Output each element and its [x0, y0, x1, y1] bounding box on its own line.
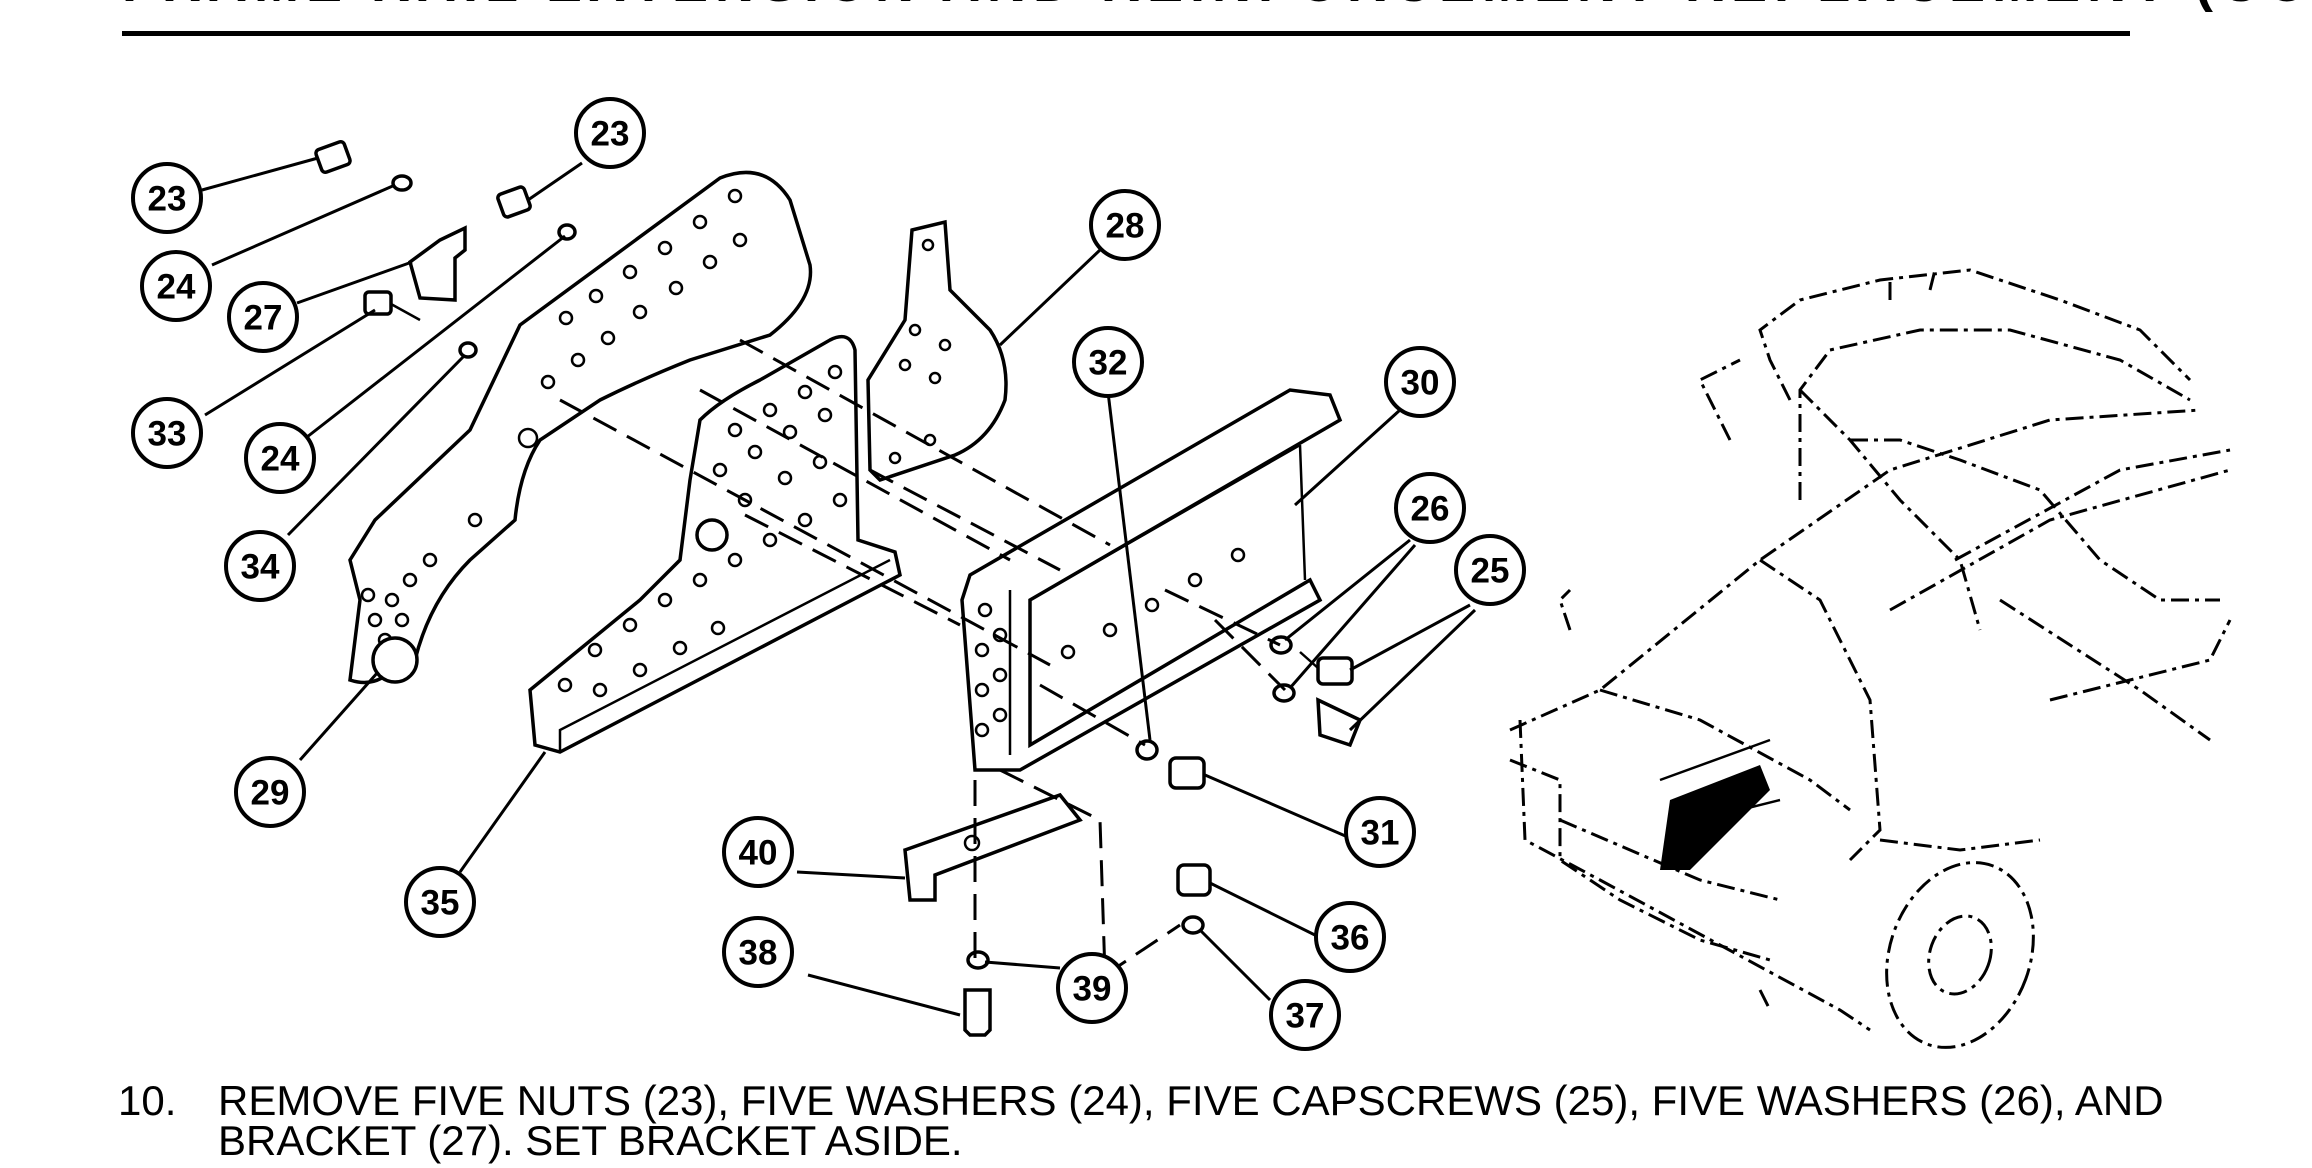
angle-35-large-hole	[695, 518, 729, 552]
svg-text:40: 40	[739, 834, 778, 873]
svg-text:27: 27	[244, 299, 283, 338]
callout-24-upper: 24	[140, 250, 212, 322]
callout-29: 29	[234, 756, 306, 828]
callout-35: 35	[404, 866, 476, 938]
callout-28: 28	[1089, 189, 1161, 261]
svg-text:29: 29	[251, 774, 290, 813]
callout-37: 37	[1269, 979, 1341, 1051]
washer-24-a	[391, 174, 413, 192]
svg-text:30: 30	[1401, 364, 1440, 403]
svg-text:35: 35	[421, 884, 460, 923]
svg-text:24: 24	[157, 268, 196, 307]
svg-text:24: 24	[261, 440, 300, 479]
plate-29-large-hole	[371, 636, 419, 684]
callout-40: 40	[722, 816, 794, 888]
bracket-40	[903, 792, 1083, 902]
frame-rail-extension-30	[960, 388, 1343, 772]
step-number: 10.	[118, 1077, 177, 1124]
capscrew-25-b	[1316, 697, 1363, 748]
hardware	[314, 139, 1363, 1037]
capscrew-33-head	[363, 290, 393, 316]
svg-text:38: 38	[739, 934, 778, 973]
nut-36	[1176, 863, 1212, 897]
gusset-plate-28	[866, 219, 1008, 483]
callout-25: 25	[1454, 534, 1526, 606]
callout-39: 39	[1056, 952, 1128, 1024]
svg-text:25: 25	[1471, 552, 1510, 591]
svg-text:23: 23	[148, 180, 187, 219]
callout-36: 36	[1314, 901, 1386, 973]
capscrew-38	[963, 988, 992, 1037]
capscrew-25-a-head	[1316, 656, 1354, 686]
nut-23-b	[496, 185, 532, 219]
svg-text:32: 32	[1089, 344, 1128, 383]
leader-lines	[201, 156, 1477, 1017]
callout-26: 26	[1394, 472, 1466, 544]
callout-23-top: 23	[574, 97, 646, 169]
svg-text:34: 34	[241, 548, 280, 587]
svg-text:37: 37	[1286, 997, 1325, 1036]
callout-27: 27	[227, 281, 299, 353]
alignment-lines	[559, 338, 1287, 978]
callout-34: 34	[224, 530, 296, 602]
step-text: REMOVE FIVE NUTS (23), FIVE WASHERS (24)…	[218, 1077, 2164, 1164]
callout-30: 30	[1384, 346, 1456, 418]
washer-26-b	[1272, 683, 1296, 703]
rail-30-holes	[974, 547, 1246, 738]
nut-31	[1168, 756, 1206, 790]
callout-31: 31	[1344, 796, 1416, 868]
svg-text:28: 28	[1106, 207, 1145, 246]
svg-text:39: 39	[1073, 970, 1112, 1009]
callout-38: 38	[722, 916, 794, 988]
washer-24-b	[557, 223, 577, 241]
svg-text:33: 33	[148, 415, 187, 454]
bracket-27	[407, 225, 467, 302]
plate-29-holes	[360, 188, 748, 648]
washer-37	[1181, 915, 1205, 935]
callout-33: 33	[131, 397, 203, 469]
svg-text:26: 26	[1411, 490, 1450, 529]
washer-34	[458, 341, 478, 359]
page-title: FRAME RAIL EXTENSION AND REINFORCEMENT R…	[122, 0, 2312, 10]
svg-text:23: 23	[591, 115, 630, 154]
nut-23-a	[314, 139, 352, 175]
truck-locator-view	[1509, 268, 2232, 1049]
svg-text:36: 36	[1331, 919, 1370, 958]
washer-32	[1135, 739, 1159, 761]
callout-24-lower: 24	[244, 422, 316, 494]
header-divider	[122, 31, 2130, 36]
washer-39	[966, 950, 990, 970]
svg-text:31: 31	[1361, 814, 1400, 853]
exploded-parts-illustration: 23 23 24 27 33 24 34 29 35 28 32 30 26 2…	[131, 97, 2232, 1051]
callout-23-left: 23	[131, 162, 203, 234]
callout-32: 32	[1072, 326, 1144, 398]
